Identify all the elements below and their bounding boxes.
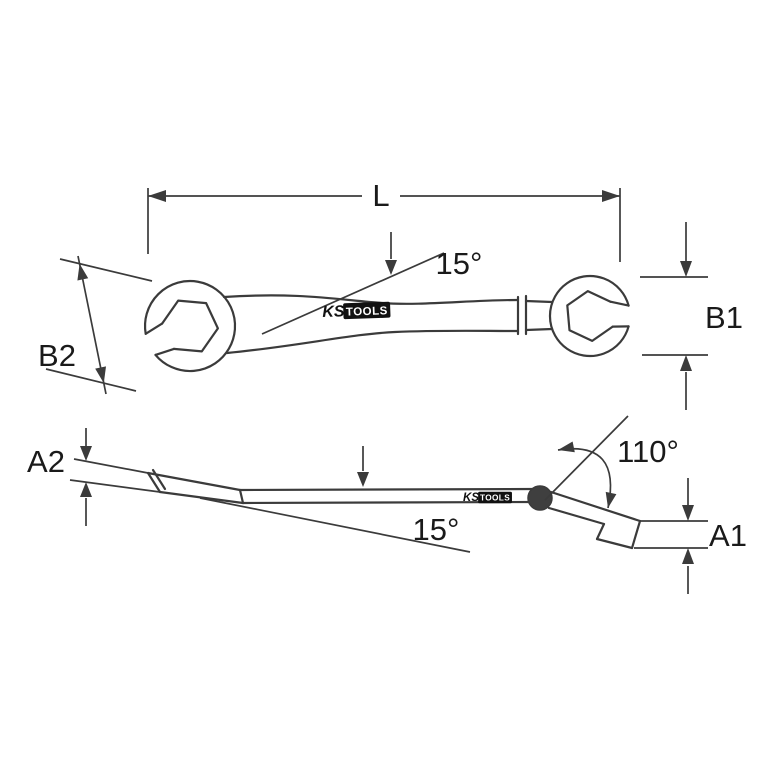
b1-label: B1	[705, 300, 743, 335]
head-arm-top-edge	[549, 490, 642, 523]
left-head-hex-opening	[161, 299, 219, 353]
brand-tools-text: TOOLS	[480, 494, 510, 503]
brand-ks-text: KS	[463, 492, 479, 504]
head-end-face	[630, 519, 642, 550]
angle-annotation-top-15: 15°	[261, 232, 483, 335]
arrowhead-down	[80, 446, 92, 461]
extension-line-bottom	[45, 368, 137, 392]
head-angle-label: 110°	[617, 434, 679, 469]
head-under-notch	[595, 522, 606, 541]
shaft-top-edge	[238, 487, 537, 492]
joint-connector-top	[524, 299, 554, 304]
wrench-side-view: KS TOOLS	[146, 468, 642, 550]
arrowhead-up	[80, 482, 92, 497]
flex-head-pivot	[527, 485, 553, 511]
head-axis-reference-line	[261, 252, 445, 335]
tip-axis-reference-line	[199, 497, 471, 553]
joint-connector-bottom	[524, 327, 554, 332]
brand-tools-text: TOOLS	[346, 305, 388, 318]
side-angle-label: 15°	[413, 512, 460, 547]
top-angle-label: 15°	[436, 246, 483, 281]
tip-face-detail	[151, 468, 167, 491]
arrowhead-left	[558, 441, 575, 453]
shaft-bottom-edge	[225, 329, 520, 355]
left-head-slot-wall-bottom	[154, 347, 175, 356]
arrowhead-down	[605, 491, 617, 508]
dimension-length: L	[147, 178, 621, 262]
brand-logo-side-view: KS TOOLS	[463, 491, 512, 504]
brand-ks-text: KS	[322, 303, 345, 321]
arrowhead-down	[95, 366, 106, 384]
right-head-hex-opening	[566, 290, 614, 342]
right-head-slot-wall-top	[609, 300, 630, 307]
extension-line-bottom	[69, 479, 161, 493]
wrench-top-view: KS TOOLS	[143, 274, 630, 373]
arrowhead-down	[680, 261, 692, 277]
pivot-axis-reference-line	[544, 415, 629, 501]
a1-label: A1	[709, 518, 747, 553]
length-label: L	[372, 178, 389, 213]
angle-annotation-110: 110°	[544, 415, 679, 509]
brand-tools-box	[478, 491, 512, 504]
left-head-slot-wall-top	[144, 322, 164, 335]
brand-tools-box	[343, 301, 391, 320]
left-head-outer-ring	[143, 279, 237, 373]
a2-label: A2	[27, 444, 65, 479]
dimension-b2: B2	[38, 255, 153, 395]
extension-line-top	[73, 458, 149, 474]
extension-line-top	[59, 258, 153, 282]
tip-shaft-step	[238, 488, 245, 505]
tip-end-face	[146, 471, 162, 494]
dimension-b1: B1	[640, 222, 743, 410]
arrowhead-down	[682, 505, 694, 521]
head-arm-bottom-edge	[547, 506, 606, 526]
arrowhead-down	[357, 472, 369, 487]
right-head-outer-ring	[548, 274, 630, 358]
brand-logo-top-view: KS TOOLS	[322, 301, 391, 321]
tip-top-edge	[146, 471, 242, 492]
arrowhead-right	[602, 190, 620, 202]
arrowhead-up	[682, 548, 694, 564]
arrowhead-left	[148, 190, 166, 202]
angle-annotation-side-15: 15°	[199, 446, 471, 553]
dimension-a1: A1	[634, 478, 747, 594]
arrowhead-up	[680, 355, 692, 371]
dimension-a2: A2	[27, 428, 161, 526]
head-bottom-edge	[595, 537, 634, 550]
arrowhead-up	[77, 263, 89, 281]
arrowhead-down	[385, 260, 397, 275]
b2-label: B2	[38, 338, 76, 373]
